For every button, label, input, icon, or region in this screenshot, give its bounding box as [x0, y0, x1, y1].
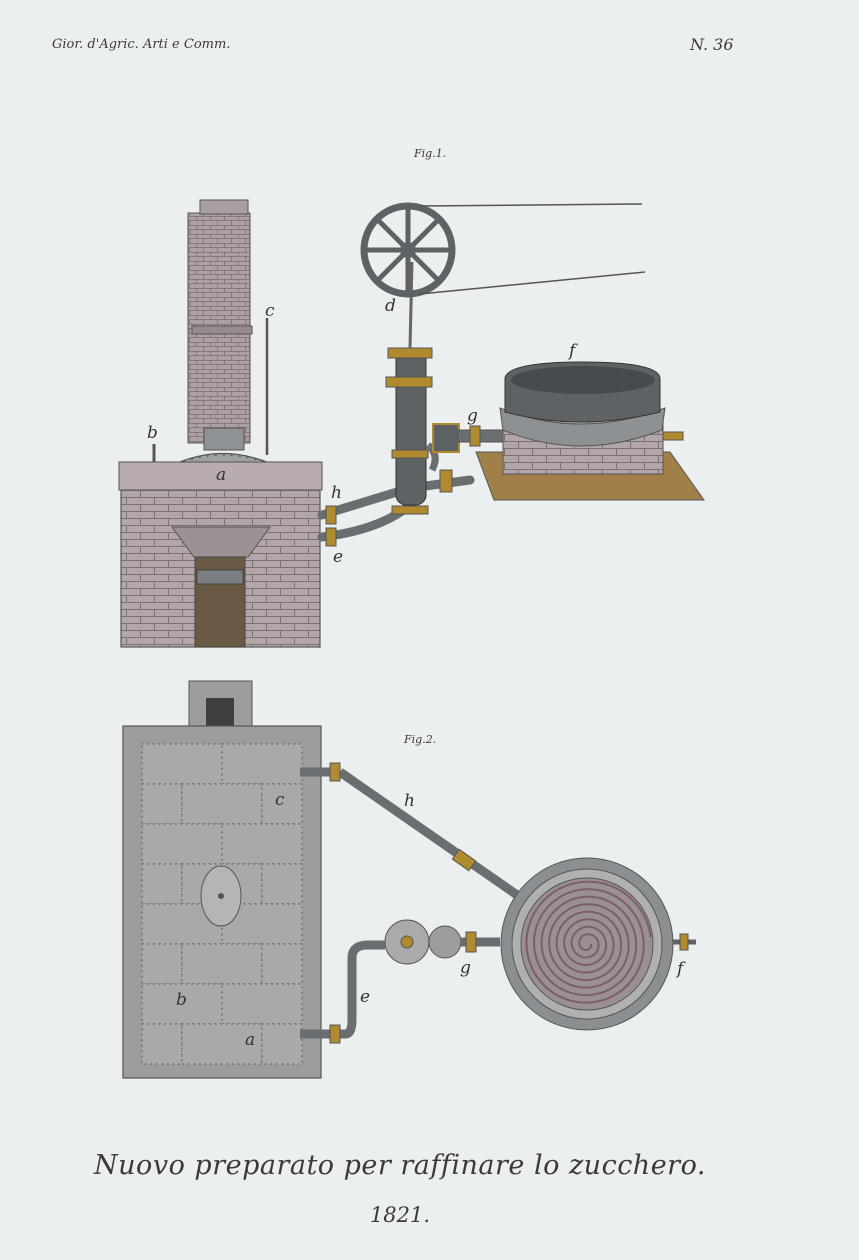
piston-rod-d	[408, 261, 414, 349]
pump-column	[395, 349, 427, 506]
fig2-label-g: g	[460, 958, 471, 978]
boiler-plate	[261, 943, 303, 985]
boiler-plate	[141, 943, 183, 985]
boiler-plate	[261, 863, 303, 905]
fig2-label-f: f	[675, 959, 686, 979]
fig2-label-c: c	[275, 790, 285, 810]
drive-wheel	[360, 202, 456, 298]
plate-caption: Nuovo preparato per raffinare lo zuccher…	[94, 1150, 706, 1181]
fig1-label-d: d	[385, 296, 396, 316]
outlet-tap	[662, 431, 684, 441]
pipe-h-plan	[337, 768, 523, 901]
journal-header: Gior. d'Agric. Arti e Comm.	[52, 37, 231, 52]
boiler-plate	[141, 823, 223, 865]
heating-coil	[525, 880, 652, 1004]
chimney-cap	[199, 199, 249, 215]
boiler-plates	[141, 743, 303, 1065]
firebox-arch	[171, 526, 271, 558]
boiler-plate	[141, 863, 183, 905]
plate-number: N. 36	[690, 35, 734, 54]
boiler-plate	[141, 783, 183, 825]
fig2-label-h: h	[404, 791, 415, 811]
boiler-plate	[141, 1023, 183, 1065]
boiler-valve	[203, 427, 245, 451]
pipe-e-plan	[300, 940, 385, 1039]
fig1-label-a: a	[216, 465, 226, 485]
fig1-label-g: g	[467, 406, 478, 426]
fig2-label-b: b	[176, 990, 187, 1010]
drive-belt-top	[419, 203, 643, 207]
fig1-label-f: f	[567, 341, 578, 361]
valve-g-plan	[428, 925, 462, 959]
valve-g	[432, 423, 460, 453]
fig2-plan-view	[122, 680, 696, 1079]
fig2-label-a: a	[245, 1030, 255, 1050]
furnace-top	[118, 461, 323, 491]
boiler-plate	[181, 943, 263, 985]
boiler-plate	[261, 783, 303, 825]
fig1-label-h: h	[331, 483, 342, 503]
plate-year: 1821.	[369, 1203, 431, 1227]
fig2-label-e: e	[360, 987, 370, 1007]
fig1-title: Fig.1.	[414, 147, 447, 160]
fig1-elevation-view	[118, 199, 705, 648]
drive-belt-bottom	[419, 271, 646, 295]
fig1-label-c: c	[265, 301, 275, 321]
fig1-label-e: e	[333, 547, 343, 567]
boiler-plate	[221, 743, 303, 785]
boiler-plate	[141, 743, 223, 785]
boiler-plate	[181, 1023, 263, 1065]
boiler-plate	[261, 1023, 303, 1065]
boiler-plate	[141, 983, 223, 1025]
fig1-label-b: b	[147, 423, 158, 443]
fig2-title: Fig.2.	[404, 733, 437, 746]
boiler-plate	[181, 783, 263, 825]
chimney-band	[191, 325, 253, 335]
boiler-plate	[221, 823, 303, 865]
boiler-plate	[221, 983, 303, 1025]
